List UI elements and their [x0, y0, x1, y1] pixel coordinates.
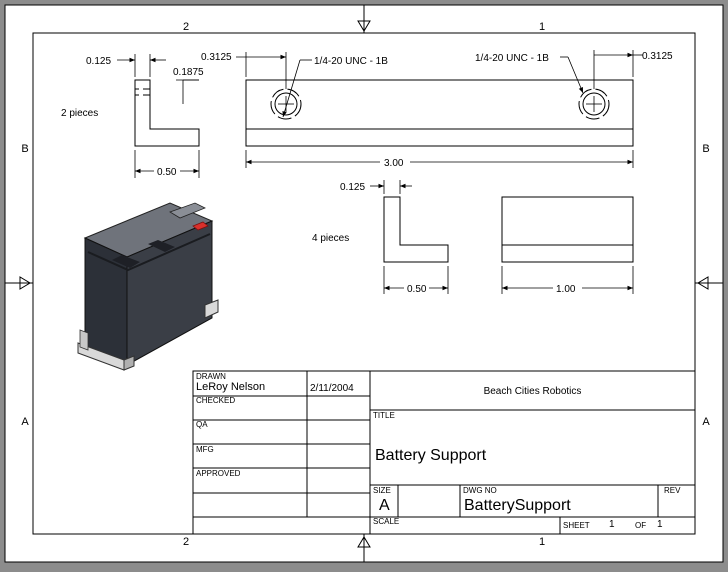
- dim-thickness-bottom: 0.125: [340, 182, 365, 193]
- drawn-date: 2/11/2004: [310, 383, 354, 394]
- zone-ticks: [5, 5, 723, 562]
- side-view-top: 0.125 0.1875 2 pieces 0.50: [61, 54, 204, 178]
- approved-label: APPROVED: [196, 469, 241, 478]
- centering-marks: [19, 20, 709, 548]
- dim-length-top: 3.00: [384, 158, 404, 169]
- dim-leg-top: 0.1875: [173, 67, 204, 78]
- zone-left-b: B: [21, 143, 28, 155]
- l-bracket-profile: [134, 79, 200, 147]
- sheet-total: 1: [657, 519, 663, 530]
- zone-left-a: A: [21, 416, 29, 428]
- company-name: Beach Cities Robotics: [483, 386, 582, 397]
- qa-label: QA: [196, 420, 208, 429]
- note-2-pieces: 2 pieces: [61, 108, 98, 119]
- rev-label: REV: [664, 486, 681, 495]
- front-view-top: 0.3125 1/4-20 UNC - 1B 0.3125 1/4-20 UNC…: [201, 50, 673, 169]
- dim-length-bottom: 1.00: [556, 284, 576, 295]
- battery-isometric: [77, 202, 219, 371]
- dim-width-top: 0.50: [157, 167, 177, 178]
- note-4-pieces: 4 pieces: [312, 233, 349, 244]
- tapped-hole-right: [578, 88, 610, 120]
- sheet-number: 1: [609, 519, 615, 530]
- front-view-bottom: 1.00: [501, 196, 634, 295]
- hole-callout-left: 1/4-20 UNC - 1B: [314, 56, 388, 67]
- drawn-label: DRAWN: [196, 372, 226, 381]
- checked-label: CHECKED: [196, 396, 236, 405]
- zone-top-1: 1: [539, 21, 545, 33]
- drawing-title: Battery Support: [375, 447, 487, 464]
- dim-width-bottom: 0.50: [407, 284, 427, 295]
- battery-terminal: [192, 221, 209, 231]
- scale-label: SCALE: [373, 517, 400, 526]
- hidden-lines: [135, 88, 150, 96]
- l-bracket-profile-small: [383, 196, 449, 263]
- zone-right-a: A: [702, 416, 710, 428]
- title-label: TITLE: [373, 411, 395, 420]
- dim-right-offset: 0.3125: [642, 51, 673, 62]
- dim-left-offset: 0.3125: [201, 52, 232, 63]
- zone-bottom-1: 1: [539, 536, 545, 548]
- zone-top-2: 2: [183, 21, 189, 33]
- of-label: OF: [635, 521, 647, 530]
- zone-right-b: B: [702, 143, 709, 155]
- size-label: SIZE: [373, 486, 391, 495]
- dim-thickness-top: 0.125: [86, 56, 111, 67]
- bar-outline: [245, 79, 634, 147]
- dwg-no: BatterySupport: [464, 497, 571, 514]
- sheet-size: A: [379, 497, 390, 514]
- mfg-label: MFG: [196, 445, 214, 454]
- side-view-bottom: 0.125 4 pieces 0.50: [312, 180, 449, 295]
- sheet-label: SHEET: [563, 521, 590, 530]
- zone-bottom-2: 2: [183, 536, 189, 548]
- dwg-no-label: DWG NO: [463, 486, 497, 495]
- hole-callout-right: 1/4-20 UNC - 1B: [475, 53, 549, 64]
- drawn-name: LeRoy Nelson: [196, 381, 266, 393]
